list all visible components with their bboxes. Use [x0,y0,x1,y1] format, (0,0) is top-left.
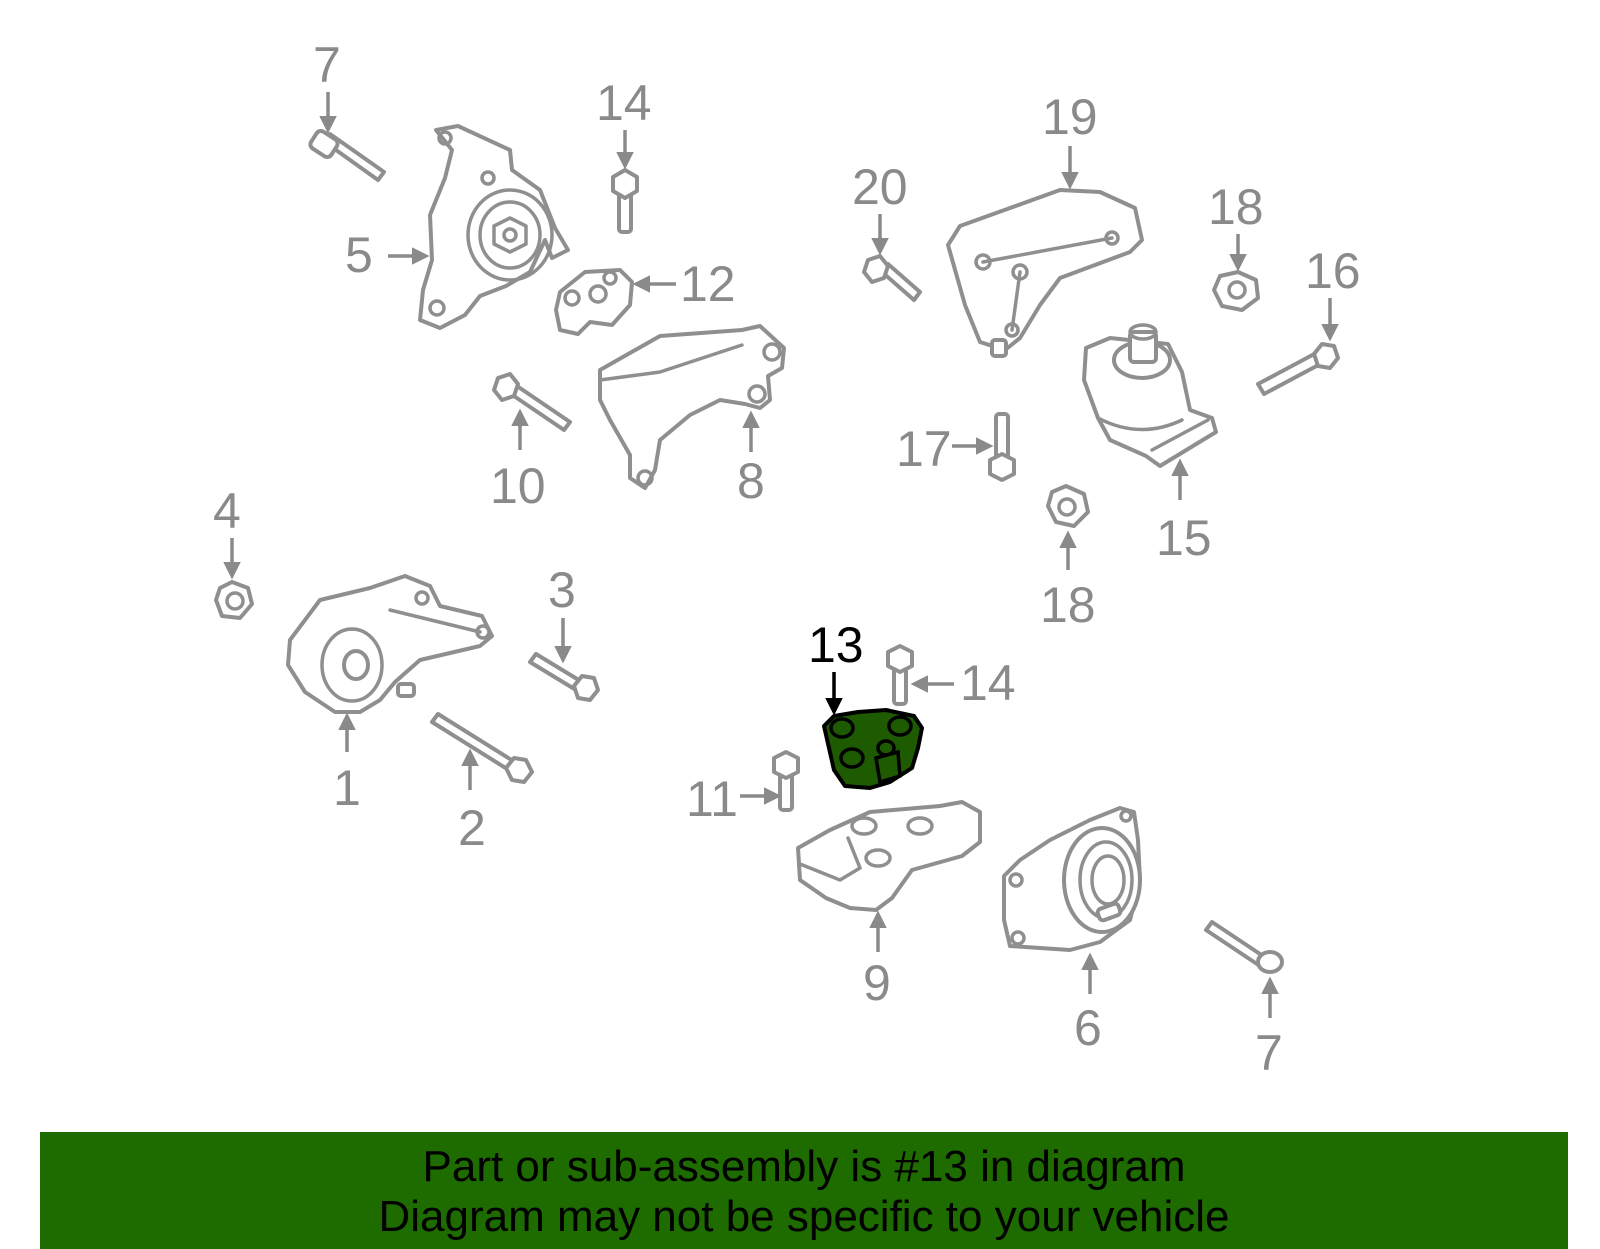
callout-8[interactable]: 8 [737,453,765,509]
callout-20[interactable]: 20 [852,159,908,215]
mount-15[interactable] [1082,323,1218,468]
callout-18-lower[interactable]: 18 [1040,577,1096,633]
callout-18-top[interactable]: 18 [1208,179,1264,235]
mount-5[interactable] [418,124,570,330]
bolt-20[interactable] [862,254,922,302]
bolt-3[interactable] [528,652,600,702]
bracket-8[interactable] [598,324,786,490]
bracket-19[interactable] [946,188,1144,358]
callout-14-lower[interactable]: 14 [960,655,1016,711]
callout-16[interactable]: 16 [1305,243,1361,299]
bracket-9[interactable] [796,800,982,912]
nut-18-top[interactable] [1212,270,1260,312]
bolt-10[interactable] [492,372,572,432]
mount-6[interactable] [1002,806,1142,952]
callout-14-top[interactable]: 14 [596,75,652,131]
callout-12[interactable]: 12 [680,256,736,312]
nut-4[interactable] [214,580,254,620]
callout-13[interactable]: 13 [808,617,864,673]
stud-17[interactable] [988,412,1016,482]
callout-11[interactable]: 11 [686,771,738,827]
callout-3[interactable]: 3 [548,562,576,618]
bolt-14-lower[interactable] [886,644,914,706]
callout-7-top[interactable]: 7 [313,37,341,93]
bolt-2[interactable] [430,712,534,784]
mount-1[interactable] [286,574,494,714]
callout-10[interactable]: 10 [490,458,546,514]
banner-line-disclaimer: Diagram may not be specific to your vehi… [378,1192,1230,1241]
banner-line-part: Part or sub-assembly is #13 in diagram [422,1142,1186,1191]
callout-5[interactable]: 5 [345,227,373,283]
bolt-7-lower[interactable] [1204,920,1284,974]
callout-1[interactable]: 1 [333,760,361,816]
part-13-highlighted[interactable] [822,708,924,790]
bolt-7-top[interactable] [308,128,386,182]
callout-2[interactable]: 2 [458,800,486,856]
nut-18-lower[interactable] [1046,484,1090,528]
callout-9[interactable]: 9 [863,955,891,1011]
callout-15[interactable]: 15 [1156,510,1212,566]
callout-4[interactable]: 4 [213,483,241,539]
bolt-16[interactable] [1256,342,1340,396]
callout-6[interactable]: 6 [1074,1000,1102,1056]
bracket-12[interactable] [554,268,634,336]
callout-19[interactable]: 19 [1042,89,1098,145]
callout-17[interactable]: 17 [896,421,952,477]
info-banner: Part or sub-assembly is #13 in diagram D… [40,1132,1568,1249]
callout-7-lower[interactable]: 7 [1255,1025,1283,1081]
bolt-11[interactable] [772,750,800,812]
bolt-14-top[interactable] [611,168,639,234]
